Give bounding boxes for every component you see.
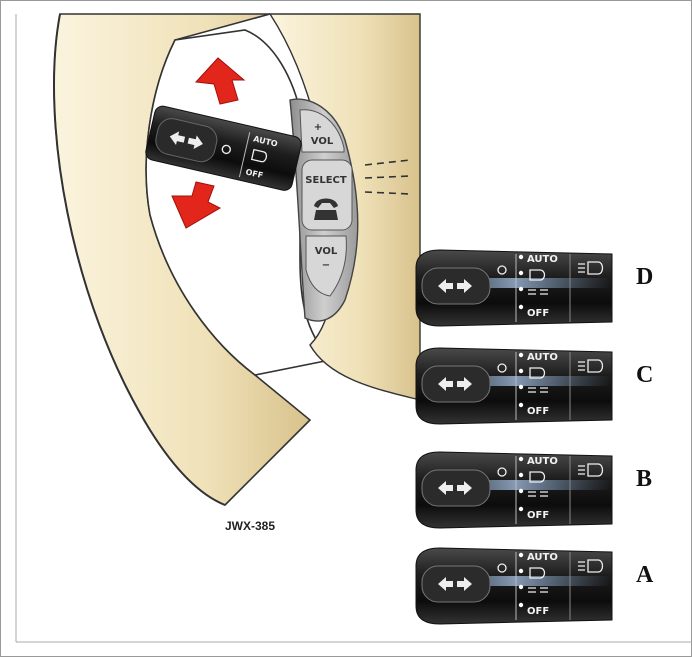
- position-dot: [519, 457, 523, 461]
- volume-label-lower: VOL: [315, 246, 338, 257]
- off-label: OFF: [527, 406, 549, 417]
- position-dot: [519, 553, 523, 557]
- volume-minus-label: −: [322, 260, 330, 271]
- volume-plus-label: +: [314, 122, 322, 133]
- position-dot: [519, 287, 523, 291]
- turn-signal-knob: [422, 470, 490, 506]
- turn-signal-knob: [422, 268, 490, 304]
- position-label: C: [636, 362, 653, 388]
- position-dot: [519, 255, 523, 259]
- position-dot: [519, 385, 523, 389]
- position-dot: [519, 353, 523, 357]
- position-dot: [519, 603, 523, 607]
- turn-signal-knob: [422, 366, 490, 402]
- off-label: OFF: [527, 510, 549, 521]
- auto-label: AUTO: [527, 254, 558, 265]
- position-dot: [519, 305, 523, 309]
- volume-label: VOL: [311, 136, 334, 147]
- turn-signal-knob: [422, 566, 490, 602]
- position-dot: [519, 369, 523, 373]
- select-button[interactable]: SELECT: [302, 160, 352, 230]
- position-label: D: [636, 264, 653, 290]
- figure-code: JWX-385: [225, 519, 275, 533]
- position-label: B: [636, 466, 652, 492]
- position-dot: [519, 585, 523, 589]
- off-label: OFF: [527, 308, 549, 319]
- position-label: A: [636, 562, 654, 588]
- position-dot: [519, 271, 523, 275]
- position-dot: [519, 489, 523, 493]
- auto-label: AUTO: [527, 352, 558, 363]
- off-label: OFF: [527, 606, 549, 617]
- select-label: SELECT: [305, 175, 347, 186]
- position-dot: [519, 569, 523, 573]
- auto-label: AUTO: [527, 456, 558, 467]
- position-dot: [519, 403, 523, 407]
- position-dot: [519, 473, 523, 477]
- position-dot: [519, 507, 523, 511]
- auto-label: AUTO: [527, 552, 558, 563]
